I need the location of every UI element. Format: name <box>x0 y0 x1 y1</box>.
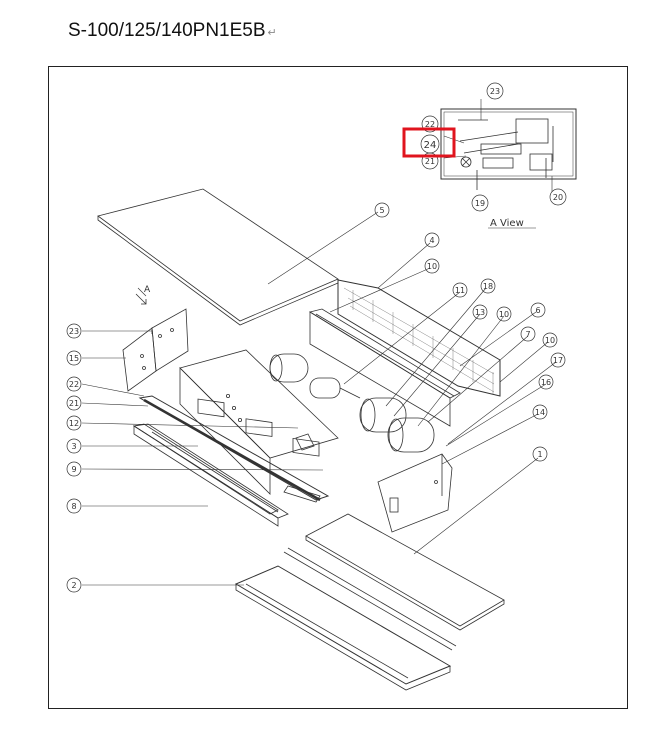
diagram-frame <box>48 66 628 709</box>
blower-assembly <box>269 353 435 453</box>
callout-20-view: 20 <box>553 193 563 202</box>
callout-2: 2 <box>71 581 76 590</box>
callout-9: 9 <box>71 465 76 474</box>
callout-21-view: 21 <box>425 157 435 166</box>
drain-pan-assembly <box>132 395 330 527</box>
top-cover-plate <box>97 188 339 322</box>
callout-13: 13 <box>475 308 485 317</box>
callout-14: 14 <box>535 408 545 417</box>
callout-15: 15 <box>69 354 79 363</box>
bottom-panel <box>305 513 505 627</box>
view-arrow-head-icon <box>141 299 147 305</box>
callout-23-view: 23 <box>490 87 500 96</box>
callout-17: 17 <box>553 356 563 365</box>
callout-10a: 10 <box>427 262 437 271</box>
callout-23-left: 23 <box>69 327 79 336</box>
model-title: S-100/125/140PN1E5B <box>68 20 266 41</box>
callout-22-view: 22 <box>425 120 435 129</box>
front-panel <box>179 349 339 495</box>
callout-24-view: 24 <box>424 140 437 151</box>
side-bracket-right <box>377 453 453 533</box>
callout-3: 3 <box>71 442 76 451</box>
callout-10b: 10 <box>499 310 509 319</box>
callout-6: 6 <box>535 306 540 315</box>
view-arrow-label: A <box>144 285 151 295</box>
callout-19-view: 19 <box>475 199 485 208</box>
return-mark-icon: ↵ <box>267 27 277 39</box>
leader-lines <box>81 99 557 586</box>
callout-16: 16 <box>541 378 551 387</box>
callout-10c: 10 <box>545 336 555 345</box>
callout-8: 8 <box>71 502 76 511</box>
callout-7: 7 <box>525 330 530 339</box>
a-view-control-box <box>440 108 577 190</box>
frame-rail <box>308 308 461 427</box>
callout-circles <box>66 82 567 593</box>
callout-11: 11 <box>455 286 465 295</box>
view-arrow-icon <box>135 293 147 305</box>
page-title: S-100/125/140PN1E5B↵ <box>68 20 277 42</box>
callout-5: 5 <box>379 206 384 215</box>
callout-12: 12 <box>69 419 79 428</box>
side-bracket-left <box>122 308 189 392</box>
bottom-tray <box>234 547 457 691</box>
callout-22: 22 <box>69 380 79 389</box>
callout-4: 4 <box>429 236 434 245</box>
highlight-box <box>402 127 456 158</box>
callout-18: 18 <box>483 282 493 291</box>
exploded-parts-diagram: 5 4 10 11 18 13 10 6 7 10 17 16 14 1 23 … <box>66 82 577 691</box>
callout-21: 21 <box>69 399 79 408</box>
a-view-label: A View <box>490 218 524 229</box>
callout-1: 1 <box>537 450 542 459</box>
